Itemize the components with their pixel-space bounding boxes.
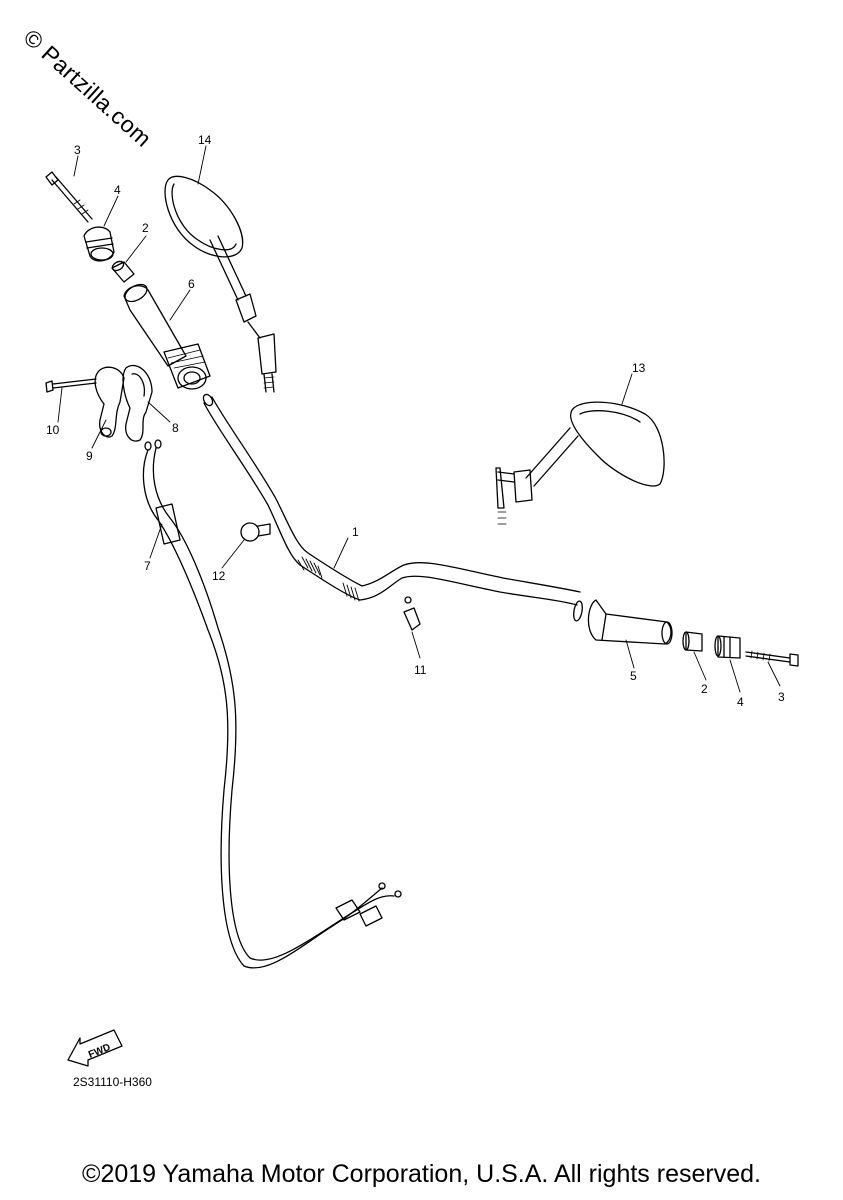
callout-13: 13 — [632, 361, 646, 375]
bolt-part-3-left — [45, 171, 93, 223]
copyright-notice: ©2019 Yamaha Motor Corporation, U.S.A. A… — [82, 1160, 761, 1188]
bolt-part-3-right — [745, 650, 799, 667]
callout-10: 10 — [46, 423, 60, 437]
callout-12: 12 — [212, 569, 226, 583]
fwd-label: FWD — [87, 1042, 112, 1061]
handlebar-part-1 — [202, 393, 583, 622]
callout-2-right: 2 — [701, 682, 708, 696]
callouts: 1 2 2 3 3 4 4 5 6 7 8 9 10 11 12 13 14 F… — [46, 133, 785, 1061]
callout-6: 6 — [188, 277, 195, 291]
clamp-part-12 — [240, 522, 271, 542]
callout-2-left: 2 — [142, 221, 149, 235]
fwd-arrow — [67, 1029, 123, 1067]
collar-part-2-left — [111, 260, 135, 283]
callout-3-right: 3 — [778, 690, 785, 704]
throttle-grip-part-6 — [123, 283, 211, 390]
throttle-cable-part-7 — [142, 439, 402, 969]
callout-3-left: 3 — [74, 143, 81, 157]
mirror-part-13 — [495, 401, 665, 525]
callout-5: 5 — [630, 669, 637, 683]
grip-part-5 — [587, 599, 673, 645]
collar-part-2-right — [682, 631, 703, 652]
bar-end-weight-part-4-left — [83, 226, 115, 262]
callout-7: 7 — [144, 559, 151, 573]
clamp-part-11 — [403, 596, 421, 631]
callout-9: 9 — [86, 449, 93, 463]
diagram-code: 2S31110-H360 — [73, 1075, 152, 1089]
callout-14: 14 — [198, 133, 212, 147]
callout-4-left: 4 — [114, 183, 121, 197]
bar-end-weight-part-4-right — [714, 635, 741, 659]
leader-lines — [57, 145, 781, 693]
callout-1: 1 — [352, 525, 359, 539]
callout-11: 11 — [414, 663, 427, 677]
callout-4-right: 4 — [737, 695, 744, 709]
screw-part-10 — [45, 378, 97, 393]
housing-part-9 — [94, 366, 125, 438]
housing-part-8 — [122, 364, 153, 442]
callout-8: 8 — [172, 421, 179, 435]
mirror-part-14 — [164, 175, 277, 393]
